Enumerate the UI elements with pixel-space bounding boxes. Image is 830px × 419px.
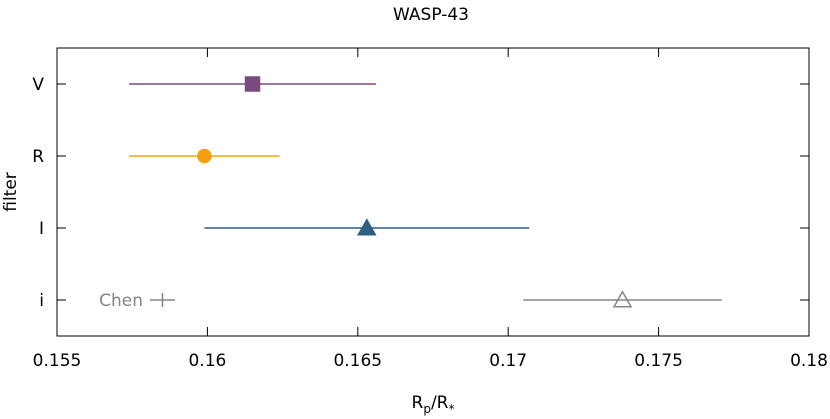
y-tick-label: V [32, 75, 44, 95]
data-point-circle [197, 148, 212, 164]
y-tick-label: R [32, 147, 44, 167]
y-axis-label: filter [1, 172, 21, 212]
x-axis-label-sub1: p [423, 402, 431, 416]
data-point-triangle [612, 290, 633, 308]
x-axis-label-mid: /R [431, 393, 449, 413]
legend: Chen [99, 291, 175, 311]
x-axis-label: Rp/R* [412, 393, 455, 416]
x-axis-label-main: R [412, 393, 424, 413]
x-tick-label: 0.17 [489, 351, 527, 371]
data-series [129, 76, 722, 308]
x-tick-label: 0.165 [333, 351, 382, 371]
legend-label: Chen [99, 291, 143, 311]
plot-frame [56, 47, 810, 337]
x-tick-label: 0.155 [33, 351, 82, 371]
x-tick-label: 0.18 [790, 351, 828, 371]
x-tick-label: 0.16 [188, 351, 226, 371]
y-tick-label: I [39, 219, 44, 239]
x-tick-label: 0.175 [634, 351, 683, 371]
data-point-triangle [357, 218, 377, 236]
y-tick-label: i [39, 291, 44, 311]
chart-title: WASP-43 [393, 5, 469, 25]
data-point-square [244, 76, 261, 92]
y-axis-ticks: V R Ii [32, 75, 809, 311]
x-axis-ticks: 0.155 0.16 0.165 0.17 0.175 0.18 [33, 48, 828, 371]
x-axis-label-sub2: * [448, 402, 454, 416]
